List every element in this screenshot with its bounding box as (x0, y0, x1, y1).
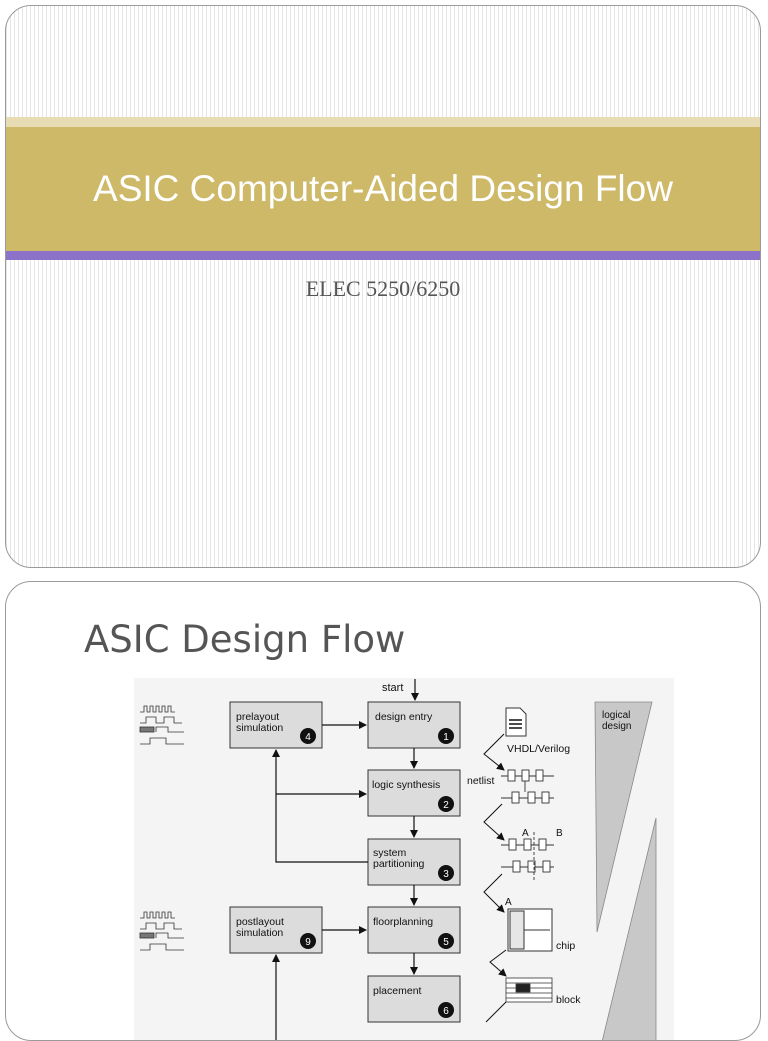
flow-arrows (272, 721, 418, 1040)
physical-design-wedge (602, 817, 657, 1040)
logical-design-label-line2: design (602, 721, 631, 732)
svg-text:placement: placement (373, 985, 422, 997)
svg-text:postlayout: postlayout (236, 916, 284, 928)
design-flow-diagram: logical design start design entry 1 logi… (134, 678, 674, 1040)
start-label: start (382, 682, 403, 694)
step-postlayout-simulation: postlayout simulation 9 (229, 906, 323, 954)
logical-design-wedge (594, 701, 653, 933)
partition-label-b: B (556, 828, 563, 839)
step-floorplanning: floorplanning 5 (367, 906, 461, 954)
partition-label-a: A (522, 828, 529, 839)
slide-heading: ASIC Design Flow (84, 618, 406, 661)
waveform-icon (139, 705, 184, 745)
step-logic-synthesis: logic synthesis 2 (367, 769, 461, 817)
block-placement-icon (505, 977, 553, 1003)
title-band (6, 127, 760, 251)
title-slide: ASIC Computer-Aided Design Flow ELEC 525… (5, 5, 761, 568)
side-connector-arrows (483, 733, 507, 1023)
title-band-top-stripe (6, 117, 760, 127)
svg-text:4: 4 (305, 732, 311, 743)
waveform-icon (139, 911, 184, 951)
svg-text:floorplanning: floorplanning (373, 916, 433, 928)
step-prelayout-simulation: prelayout simulation 4 (229, 701, 323, 749)
svg-text:system: system (373, 847, 407, 859)
step-design-entry: design entry 1 (367, 701, 461, 749)
svg-text:simulation: simulation (236, 927, 283, 939)
svg-text:prelayout: prelayout (236, 711, 279, 723)
slide-title: ASIC Computer-Aided Design Flow (93, 168, 673, 209)
chip-floorplan-icon (507, 908, 553, 952)
netlist-label: netlist (467, 775, 495, 787)
svg-text:9: 9 (305, 937, 311, 948)
svg-text:simulation: simulation (236, 722, 283, 734)
chip-block-label-a: A (505, 897, 512, 908)
slide-subtitle: ELEC 5250/6250 (305, 276, 461, 301)
chip-label: chip (556, 940, 575, 952)
svg-text:3: 3 (443, 869, 449, 880)
svg-text:partitioning: partitioning (373, 858, 425, 870)
vhdl-verilog-label: VHDL/Verilog (507, 743, 570, 755)
svg-text:design entry: design entry (375, 711, 433, 723)
svg-text:2: 2 (443, 800, 449, 811)
partitioned-netlist-icon (501, 832, 554, 882)
logical-design-label-line1: logical (602, 710, 630, 721)
svg-text:5: 5 (443, 937, 449, 948)
design-flow-slide: ASIC Design Flow logical design start de… (5, 581, 761, 1041)
svg-text:6: 6 (443, 1006, 449, 1017)
block-label: block (556, 994, 581, 1006)
step-placement: placement 6 (367, 975, 461, 1023)
svg-text:logic synthesis: logic synthesis (372, 779, 440, 791)
step-system-partitioning: system partitioning 3 (367, 838, 461, 886)
netlist-schematic-icon (501, 769, 554, 804)
title-band-bottom-stripe (6, 251, 760, 260)
svg-text:1: 1 (443, 732, 449, 743)
document-icon (505, 707, 527, 737)
